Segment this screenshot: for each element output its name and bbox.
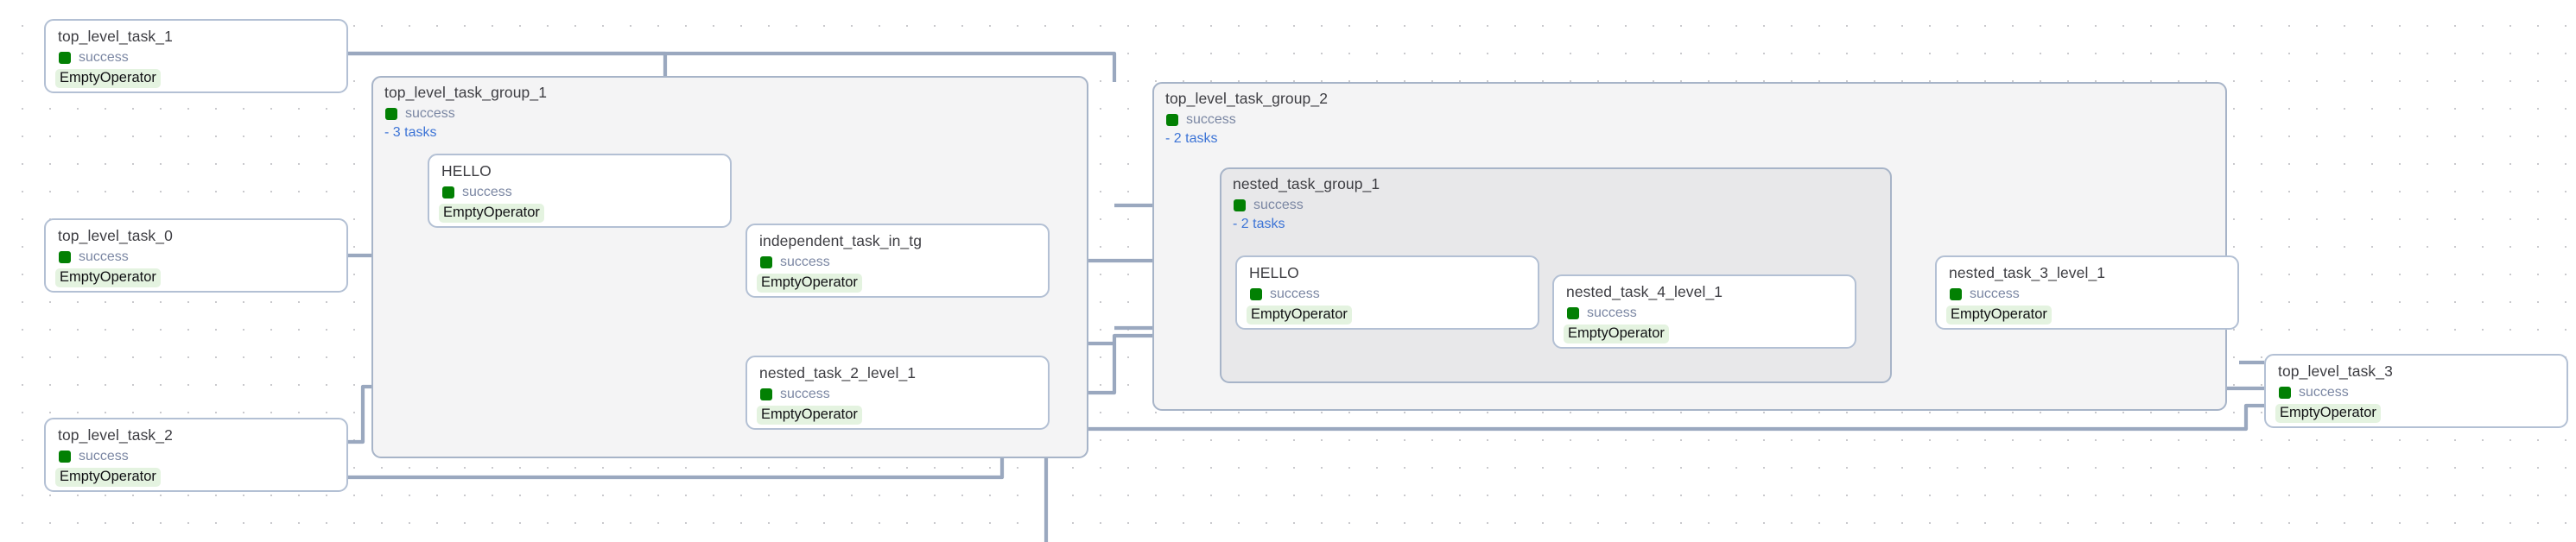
task-node-hello-in-nested-task-group-1[interactable]: HELLO success EmptyOperator [1235,255,1539,330]
task-node-nested_task_3_level_1[interactable]: nested_task_3_level_1 success EmptyOpera… [1935,255,2239,330]
status-square-icon [1250,288,1262,300]
task-node-title: top_level_task_1 [58,28,173,45]
task-node-status: success [2279,385,2349,400]
operator-badge: EmptyOperator [2275,404,2381,423]
task-node-top_level_task_0[interactable]: top_level_task_0 success EmptyOperator [44,218,348,293]
task-group-status: success [385,106,455,122]
status-label: success [462,185,512,199]
status-square-icon [2279,387,2291,399]
status-square-icon [59,451,71,463]
task-group-tasks-toggle[interactable]: - 2 tasks [1165,131,1218,146]
task-node-status: success [59,249,129,265]
status-square-icon [1567,307,1579,319]
task-node-title: top_level_task_3 [2278,362,2393,380]
task-node-status: success [59,449,129,464]
task-node-hello-in-task-group-1[interactable]: HELLO success EmptyOperator [428,154,732,228]
status-label: success [79,449,129,463]
task-node-independent_task_in_tg[interactable]: independent_task_in_tg success EmptyOper… [746,224,1050,298]
status-square-icon [1234,199,1246,211]
task-node-top_level_task_3[interactable]: top_level_task_3 success EmptyOperator [2264,354,2568,428]
task-node-nested_task_4_level_1[interactable]: nested_task_4_level_1 success EmptyOpera… [1552,274,1856,349]
task-node-title: top_level_task_0 [58,227,173,244]
status-label: success [2299,385,2349,400]
operator-badge: EmptyOperator [55,468,161,487]
status-label: success [1270,287,1320,301]
task-node-title: nested_task_2_level_1 [759,364,917,381]
task-node-nested_task_2_level_1[interactable]: nested_task_2_level_1 success EmptyOpera… [746,356,1050,430]
status-label: success [780,387,830,401]
operator-badge: EmptyOperator [757,274,862,293]
task-group-status: success [1234,198,1304,213]
status-square-icon [59,251,71,263]
status-square-icon [442,186,454,199]
status-label: success [1253,198,1304,212]
task-group-title: top_level_task_group_1 [384,84,548,101]
operator-badge: EmptyOperator [55,69,161,88]
status-label: success [780,255,830,269]
task-node-status: success [760,255,830,270]
operator-badge: EmptyOperator [1564,325,1669,343]
task-node-top_level_task_1[interactable]: top_level_task_1 success EmptyOperator [44,19,348,93]
status-label: success [1186,112,1236,127]
task-node-status: success [1250,287,1320,302]
task-node-title: nested_task_4_level_1 [1566,283,1723,300]
operator-badge: EmptyOperator [757,406,862,425]
operator-badge: EmptyOperator [1247,306,1352,325]
status-label: success [405,106,455,121]
task-node-title: HELLO [1249,264,1299,281]
task-group-title: nested_task_group_1 [1233,175,1380,192]
task-node-status: success [1567,306,1637,321]
status-square-icon [760,256,772,268]
operator-badge: EmptyOperator [1946,306,2052,325]
task-node-title: independent_task_in_tg [759,232,923,249]
task-node-status: success [59,50,129,66]
task-group-status: success [1166,112,1236,128]
status-square-icon [59,52,71,64]
task-node-title: nested_task_3_level_1 [1949,264,2106,281]
edge-tlt2-up-into-tg1 [348,384,371,444]
operator-badge: EmptyOperator [55,268,161,287]
status-label: success [1587,306,1637,320]
task-node-title: HELLO [441,162,492,180]
task-node-status: success [760,387,830,402]
task-node-top_level_task_2[interactable]: top_level_task_2 success EmptyOperator [44,418,348,492]
status-square-icon [385,108,397,120]
status-square-icon [1166,114,1178,126]
edge-tlt1-to-tg1 [348,51,668,76]
status-label: success [1970,287,2020,301]
task-group-tasks-toggle[interactable]: - 3 tasks [384,125,437,140]
status-square-icon [760,388,772,400]
status-square-icon [1950,288,1962,300]
operator-badge: EmptyOperator [439,204,544,223]
status-label: success [79,249,129,264]
task-group-tasks-toggle[interactable]: - 2 tasks [1233,217,1285,231]
task-group-title: top_level_task_group_2 [1165,90,1329,107]
task-node-status: success [1950,287,2020,302]
status-label: success [79,50,129,65]
task-node-status: success [442,185,512,200]
task-node-title: top_level_task_2 [58,426,173,444]
